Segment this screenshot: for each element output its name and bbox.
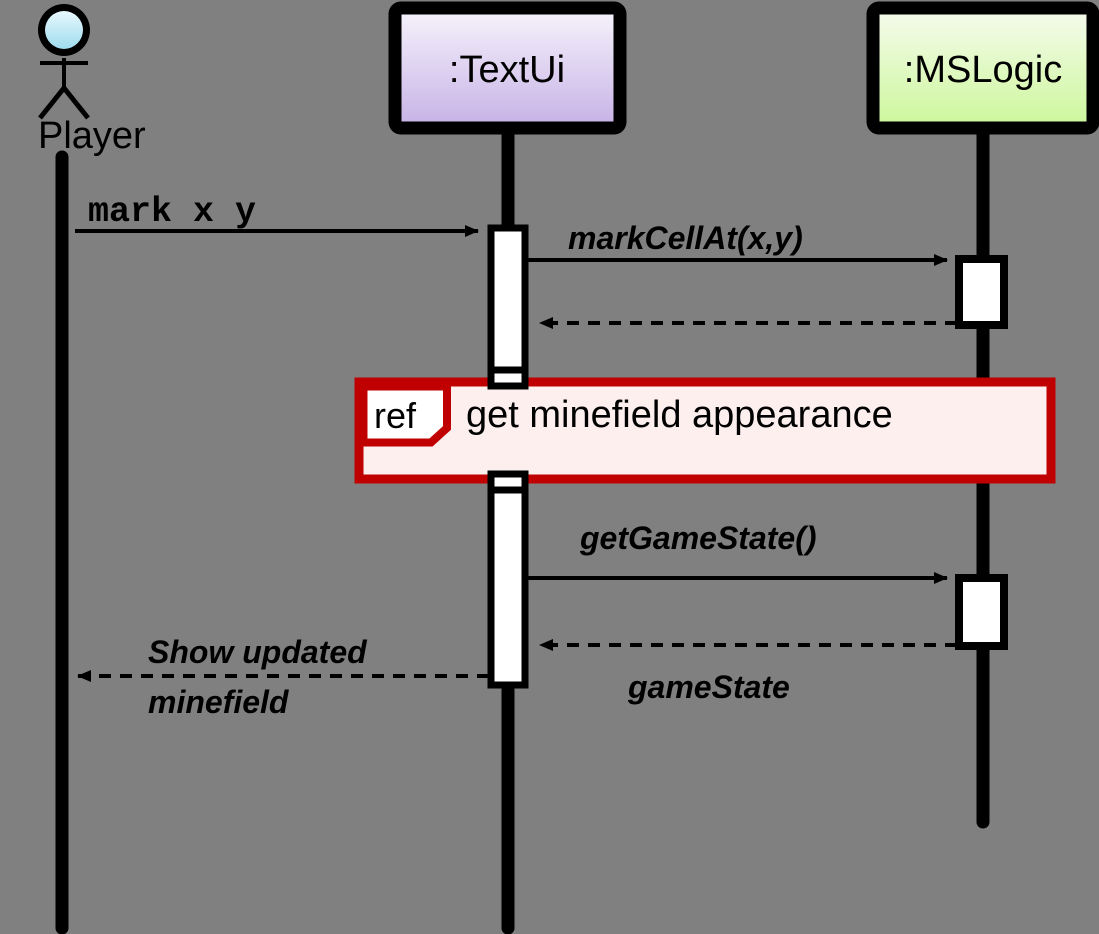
message-label-show-updated: Show updated (148, 634, 368, 670)
message-mark[interactable]: mark x y (75, 192, 479, 237)
message-label-minefield: minefield (148, 684, 290, 720)
actor-label: Player (38, 115, 146, 157)
lifeline-box-mslogic[interactable] (866, 1, 1099, 135)
ref-fragment-body (354, 377, 1056, 484)
lifeline-label-textui: :TextUi (449, 49, 565, 91)
ref-fragment[interactable]: ref get minefield appearance (354, 377, 1056, 484)
message-markcellat[interactable]: markCellAt(x,y) (528, 220, 948, 266)
ref-fragment-tab (359, 382, 451, 447)
activation-bar-mslogic-2 (955, 574, 1008, 650)
message-gamestate-return[interactable]: gameState (539, 639, 957, 705)
message-show-updated-minefield[interactable]: Show updated minefield (77, 634, 489, 720)
message-getgamestate[interactable]: getGameState() (528, 520, 948, 584)
activation-bar-textui-over-ref-bottom (487, 470, 529, 494)
ref-fragment-body-label: get minefield appearance (466, 394, 893, 436)
lifeline-label-mslogic: :MSLogic (904, 49, 1062, 91)
activation-bar-mslogic-1 (955, 255, 1008, 329)
lifeline-player[interactable]: Player (38, 4, 146, 934)
ref-fragment-operator-label: ref (374, 395, 417, 436)
message-label-getgamestate: getGameState() (579, 520, 817, 556)
actor-icon (38, 4, 90, 120)
message-label-markcellat: markCellAt(x,y) (568, 220, 803, 256)
message-label-mark: mark x y (88, 192, 256, 232)
activation-bar-textui-over-ref-top (487, 366, 529, 390)
message-label-gamestate-return: gameState (627, 669, 790, 705)
lifeline-box-textui[interactable] (388, 1, 627, 135)
